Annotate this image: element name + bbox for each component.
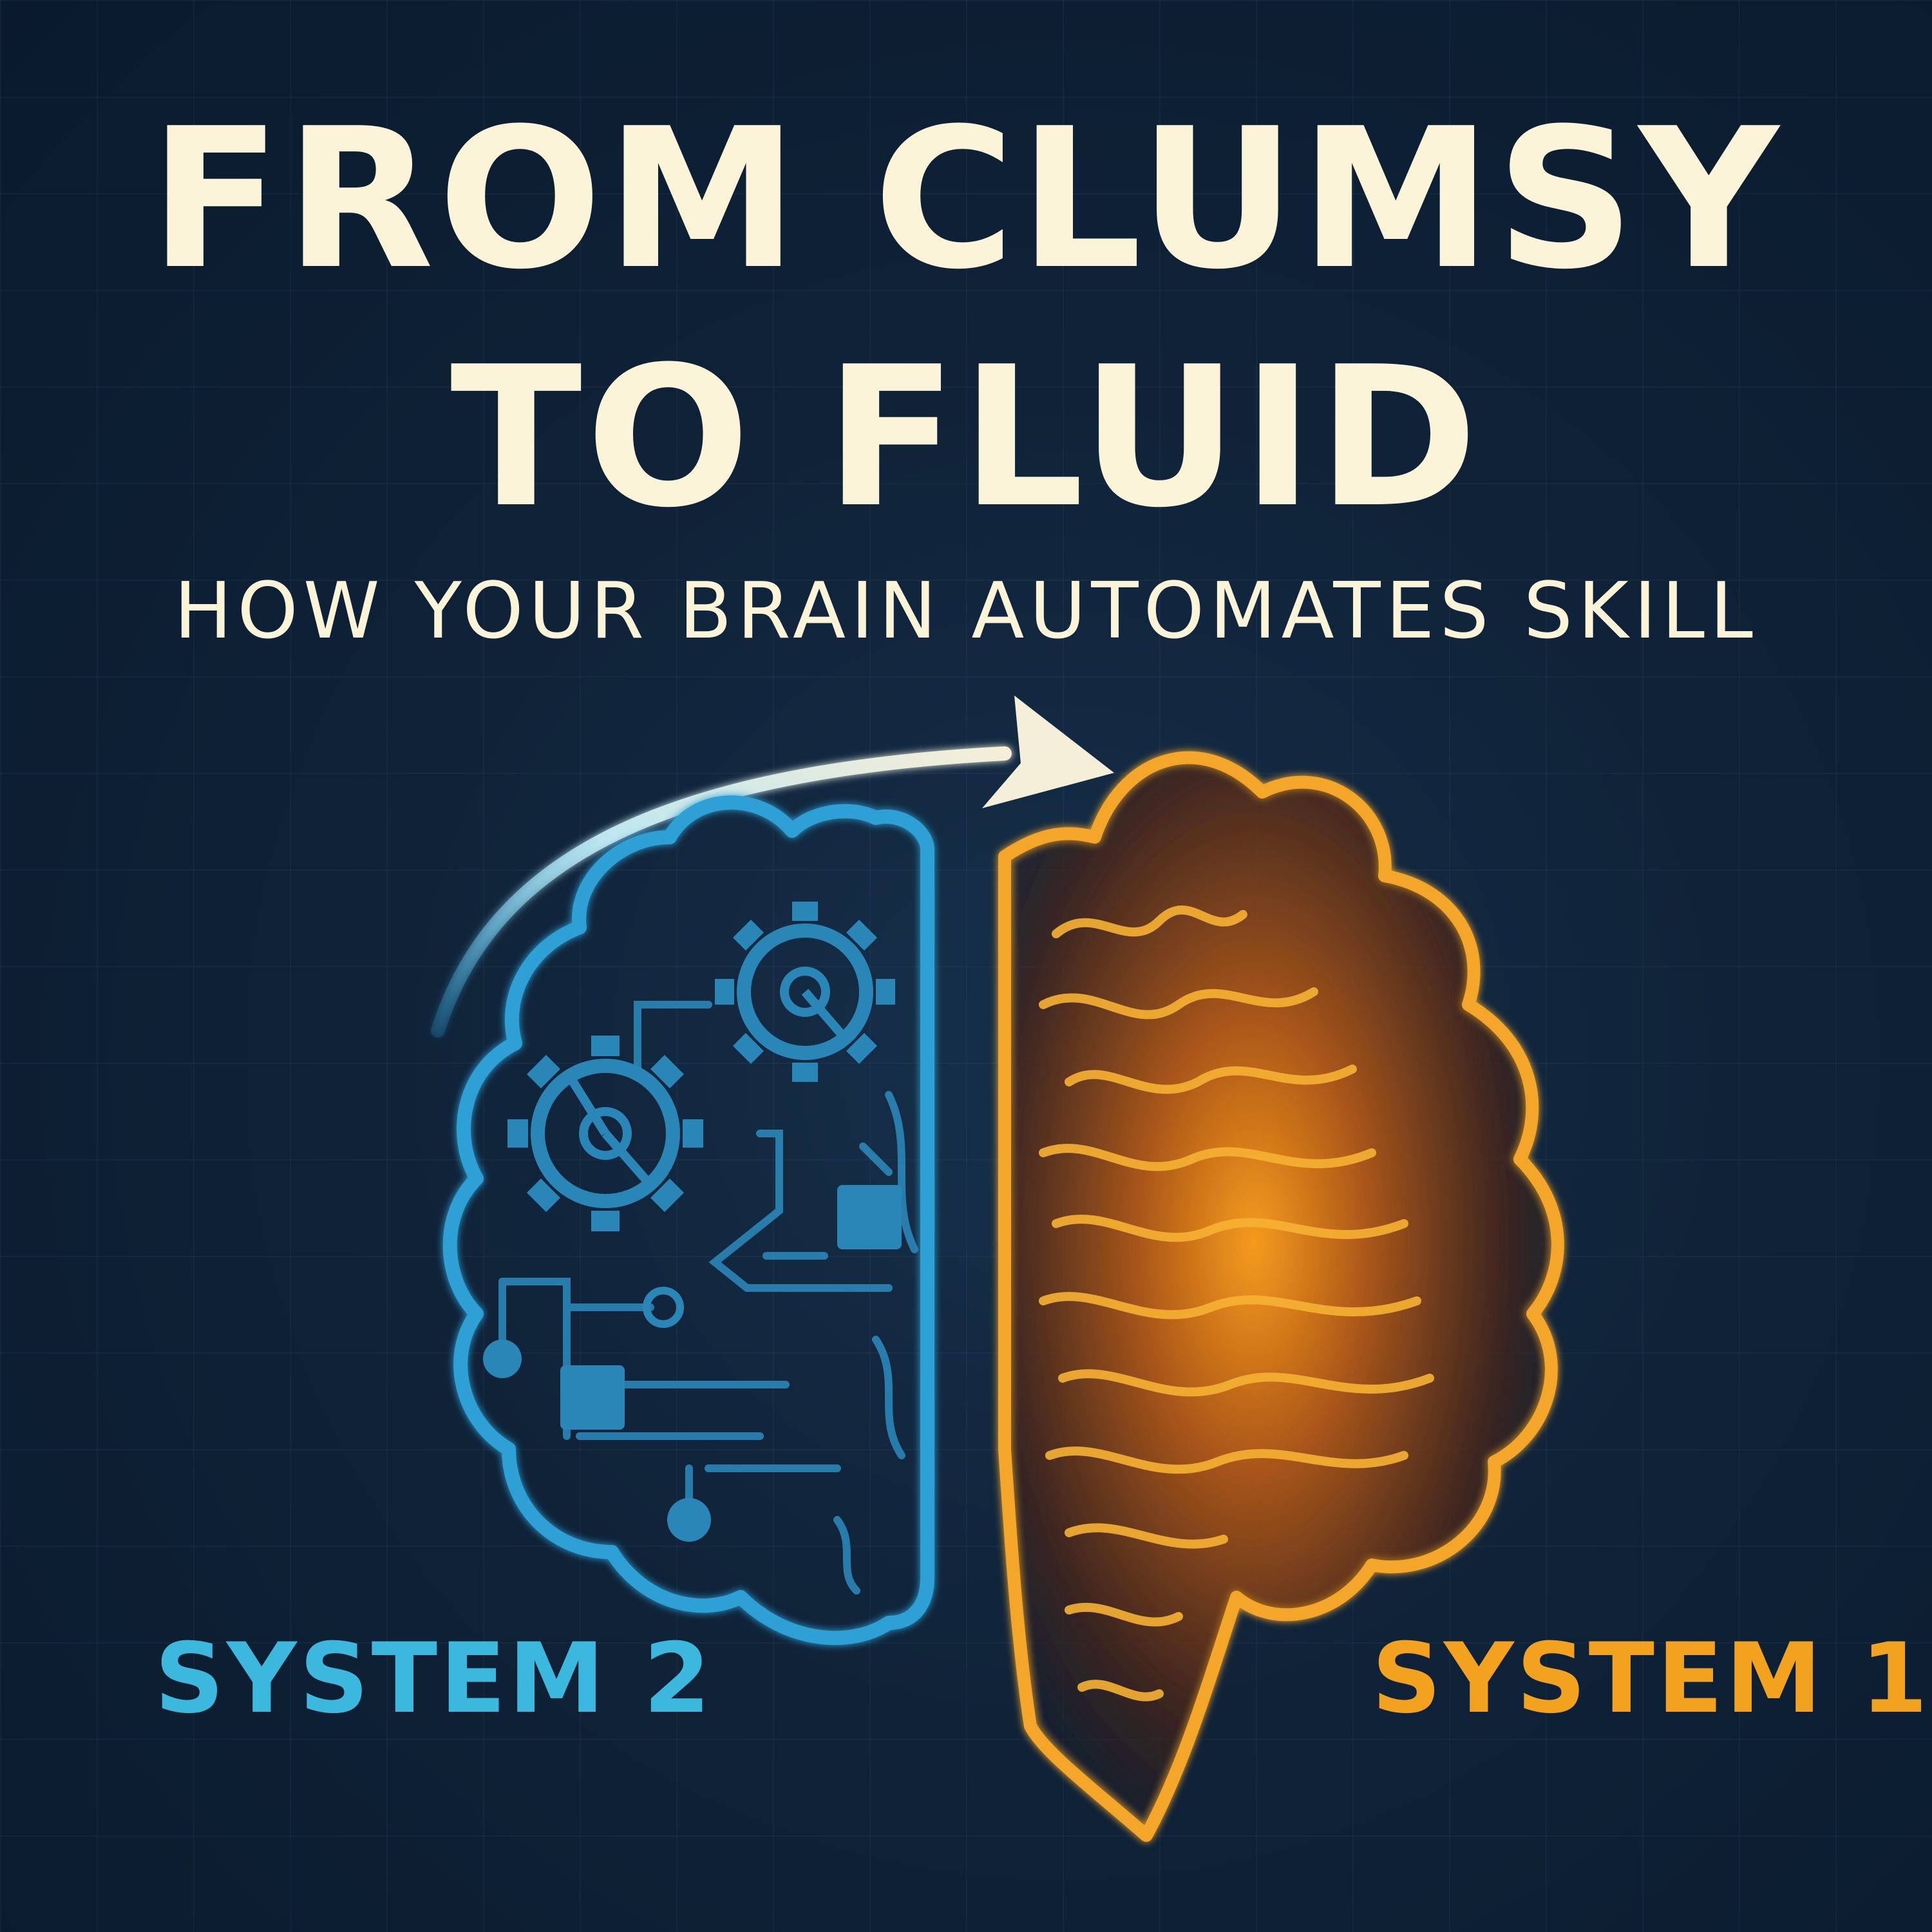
system2-brain-half: [442, 795, 934, 1645]
subtitle: HOW YOUR BRAIN AUTOMATES SKILL: [174, 567, 1758, 656]
arrow-icon: [431, 696, 1114, 1037]
title-line-2: TO FLUID: [450, 325, 1482, 550]
system-2-label: SYSTEM 2: [155, 1623, 714, 1735]
gear-icon: [507, 902, 895, 1231]
system-1-label: SYSTEM 1: [1372, 1623, 1931, 1735]
title-line-1: FROM CLUMSY: [149, 87, 1783, 312]
circuit-icon: [498, 1001, 918, 1595]
system1-brain-half: [998, 751, 1564, 1842]
